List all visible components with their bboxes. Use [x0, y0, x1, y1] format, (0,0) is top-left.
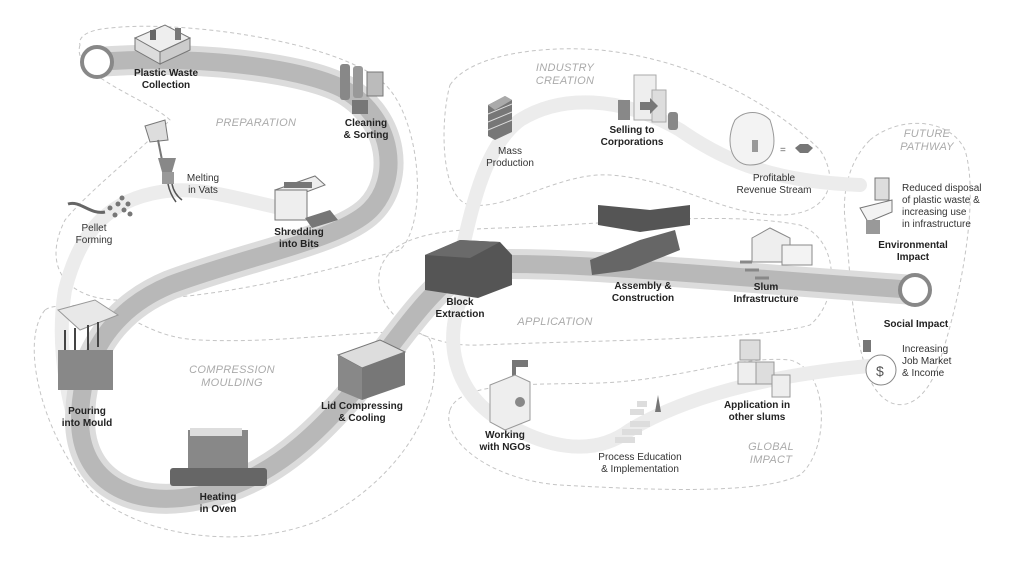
- step-working-with-ngos: Working with NGOs: [479, 430, 531, 453]
- mould-icon: [56, 299, 120, 390]
- step-melting-in-vats: Melting in Vats: [186, 173, 220, 196]
- step-process-education: Process Education & Implementation: [598, 452, 682, 475]
- end-circle: [898, 273, 932, 307]
- step-selling-to-corporations: Selling to Corporations: [600, 125, 664, 148]
- block-extraction-icon: [425, 240, 512, 298]
- revenue-bag-icon: =: [729, 112, 813, 166]
- environmental-impact-note: Reduced disposal of plastic waste & incr…: [902, 183, 982, 230]
- mass-production-blocks-icon: [487, 96, 513, 140]
- selling-buildings-icon: [618, 74, 678, 130]
- ngo-building-icon: [489, 360, 531, 431]
- region-label-application: APPLICATION: [517, 316, 593, 328]
- step-environmental-impact: Environmental Impact: [878, 240, 948, 263]
- step-mass-production: Mass Production: [486, 146, 534, 169]
- slum-houses-icon: [740, 227, 813, 280]
- step-shredding-into-bits: Shredding into Bits: [274, 227, 324, 250]
- step-application-other-slums: Application in other slums: [723, 400, 791, 423]
- pellets-icon: [67, 195, 133, 218]
- start-circle: [80, 45, 114, 79]
- waste-crate-icon: [133, 24, 192, 65]
- global-branch-path: [446, 273, 887, 454]
- step-assembly-construction: Assembly & Construction: [611, 281, 675, 304]
- step-profitable-revenue-stream: Profitable Revenue Stream: [736, 173, 812, 196]
- step-pellet-forming: Pellet Forming: [75, 223, 113, 246]
- preparation-outline: [55, 25, 418, 301]
- oven-icon: [170, 428, 267, 486]
- region-label-preparation: PREPARATION: [215, 117, 297, 129]
- global-impact-outline: [448, 358, 822, 490]
- region-outlines: [33, 25, 971, 538]
- bottles-icon: [340, 64, 384, 114]
- region-label-global-impact: GLOBAL IMPACT: [748, 441, 794, 466]
- step-slum-infrastructure: Slum Infrastructure: [733, 282, 799, 305]
- lid-compressing-icon: [336, 339, 407, 400]
- melting-pot-icon: [144, 119, 183, 203]
- step-social-impact: Social Impact: [883, 319, 949, 330]
- stacked-boxes-icon: [737, 339, 791, 398]
- future-pathway-outline: [843, 122, 971, 406]
- shredder-icon: [274, 175, 338, 228]
- region-label-industry-creation: INDUSTRY CREATION: [535, 62, 595, 87]
- step-heating-in-oven: Heating in Oven: [199, 492, 237, 515]
- industry-branch-path: [448, 95, 867, 287]
- assembly-blocks-icon: [590, 205, 690, 275]
- education-steps-icon: [615, 395, 661, 443]
- step-pouring-into-mould: Pouring into Mould: [61, 406, 113, 429]
- step-plastic-waste-collection: Plastic Waste Collection: [133, 68, 199, 91]
- toilet-icon: [859, 177, 893, 234]
- step-cleaning-sorting: Cleaning & Sorting: [343, 118, 389, 141]
- social-impact-note: Increasing Job Market & Income: [902, 344, 952, 379]
- region-label-compression-moulding: COMPRESSION MOULDING: [189, 364, 275, 389]
- step-block-extraction: Block Extraction: [435, 297, 485, 320]
- dollar-sign: $: [876, 363, 884, 379]
- industry-creation-outline: [443, 48, 831, 216]
- region-label-future-pathway: FUTURE PATHWAY: [900, 128, 954, 153]
- compression-moulding-outline: [33, 304, 435, 538]
- step-lid-compressing-cooling: Lid Compressing & Cooling: [321, 401, 403, 424]
- equals-sign: =: [780, 145, 786, 156]
- money-bag-icon: $: [863, 340, 897, 386]
